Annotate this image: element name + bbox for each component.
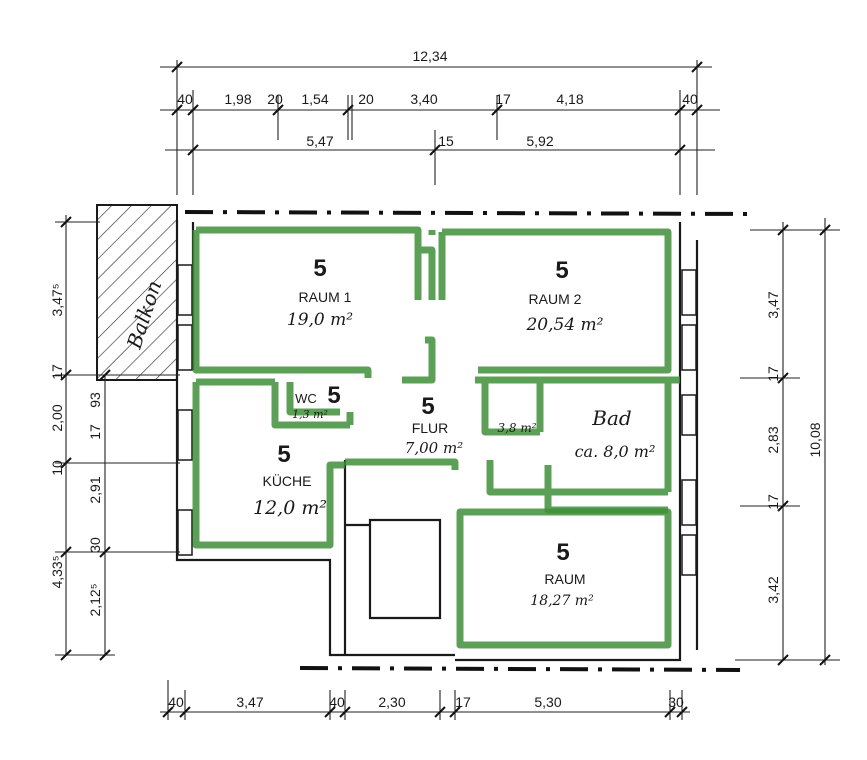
room-area-raum1: 19,0 m² xyxy=(287,310,353,330)
room-wc: WC 5 1,3 m² xyxy=(292,382,341,421)
room-name-flur: FLUR xyxy=(412,420,449,436)
room-outlines xyxy=(192,226,680,649)
dim-right-3: 2,83 xyxy=(765,426,781,453)
dim-top-7: 17 xyxy=(495,91,511,107)
dim-bottom-5: 17 xyxy=(455,694,471,710)
dim-left-5: 17 xyxy=(87,424,103,440)
room-raum2: 5 RAUM 2 20,54 m² xyxy=(525,257,603,335)
room-name-wc: WC xyxy=(295,391,317,406)
room-area-storage: 3,8 m² xyxy=(497,421,536,435)
dim-right-total: 10,08 xyxy=(807,422,823,457)
dim-bottom-2: 3,47 xyxy=(236,694,263,710)
room-area-wc: 1,3 m² xyxy=(292,408,328,421)
room-name-kueche: KÜCHE xyxy=(262,472,311,489)
dim-right-2: 17 xyxy=(765,366,781,382)
top-dimension-chains: 12,34 40 1,98 20 1,54 20 3,40 17 4,18 40… xyxy=(160,48,720,195)
balcony: Balkon xyxy=(96,204,178,381)
dim-left-10: 2,12⁵ xyxy=(87,583,103,616)
dim-left-8: 4,33⁵ xyxy=(49,555,65,588)
room-area-bad: ca. 8,0 m² xyxy=(575,442,656,461)
room-name-raum3: RAUM xyxy=(544,571,585,587)
room-area-kueche: 12,0 m² xyxy=(253,497,327,519)
room-number-raum3: 5 xyxy=(556,539,569,566)
dim-bottom-3: 40 xyxy=(329,694,345,710)
left-dimension-chains: 3,47⁵ 17 2,00 93 17 10 2,91 4,33⁵ 30 2,1… xyxy=(49,215,180,661)
dim-left-6: 10 xyxy=(49,460,65,476)
dim-top-8: 4,18 xyxy=(556,91,583,107)
dim-top-5: 20 xyxy=(358,91,374,107)
dim-right-5: 3,42 xyxy=(765,576,781,603)
dim-top-row2-2: 15 xyxy=(438,133,454,149)
dim-right-4: 17 xyxy=(765,494,781,510)
bottom-dimension-chain: 40 3,47 40 2,30 17 5,30 30 xyxy=(160,680,690,720)
dim-bottom-4: 2,30 xyxy=(378,694,405,710)
dim-left-1: 3,47⁵ xyxy=(49,283,65,316)
room-name-bad: Bad xyxy=(591,406,631,430)
room-raum1: 5 RAUM 1 19,0 m² xyxy=(287,255,353,330)
dim-left-3: 2,00 xyxy=(49,404,65,431)
room-number-wc: 5 xyxy=(327,382,340,409)
dim-top-4: 1,54 xyxy=(301,91,328,107)
dim-top-1: 40 xyxy=(177,91,193,107)
room-bad: Bad ca. 8,0 m² xyxy=(575,406,656,461)
dim-bottom-7: 30 xyxy=(668,694,684,710)
right-dimension-chains: 3,47 17 2,83 17 3,42 10,08 xyxy=(735,218,840,666)
room-kueche: 5 KÜCHE 12,0 m² xyxy=(253,441,327,519)
dim-top-9: 40 xyxy=(682,91,698,107)
dim-right-1: 3,47 xyxy=(765,291,781,318)
room-number-raum2: 5 xyxy=(555,257,568,284)
dim-left-2: 17 xyxy=(49,364,65,380)
axis-lines xyxy=(184,210,756,672)
dim-top-6: 3,40 xyxy=(410,91,437,107)
room-number-kueche: 5 xyxy=(277,441,290,468)
room-name-raum1: RAUM 1 xyxy=(299,289,352,305)
dim-left-7: 2,91 xyxy=(87,476,103,503)
dim-bottom-1: 40 xyxy=(168,694,184,710)
room-number-raum1: 5 xyxy=(313,255,326,282)
dim-top-row2-1: 5,47 xyxy=(306,133,333,149)
dim-left-4: 93 xyxy=(87,392,103,408)
dim-total-width: 12,34 xyxy=(412,48,447,64)
dim-top-row2-3: 5,92 xyxy=(526,133,553,149)
room-flur: 5 FLUR 7,00 m² xyxy=(405,393,463,457)
room-area-raum2: 20,54 m² xyxy=(525,315,603,335)
dim-top-3: 20 xyxy=(267,91,283,107)
room-name-raum2: RAUM 2 xyxy=(529,291,582,307)
room-number-flur: 5 xyxy=(421,393,434,420)
dim-left-9: 30 xyxy=(87,537,103,553)
room-area-flur: 7,00 m² xyxy=(405,439,463,457)
dim-top-2: 1,98 xyxy=(224,91,251,107)
room-storage: 3,8 m² xyxy=(497,421,536,435)
room-area-raum3: 18,27 m² xyxy=(530,593,594,609)
dim-bottom-6: 5,30 xyxy=(534,694,561,710)
room-raum3: 5 RAUM 18,27 m² xyxy=(530,539,594,609)
